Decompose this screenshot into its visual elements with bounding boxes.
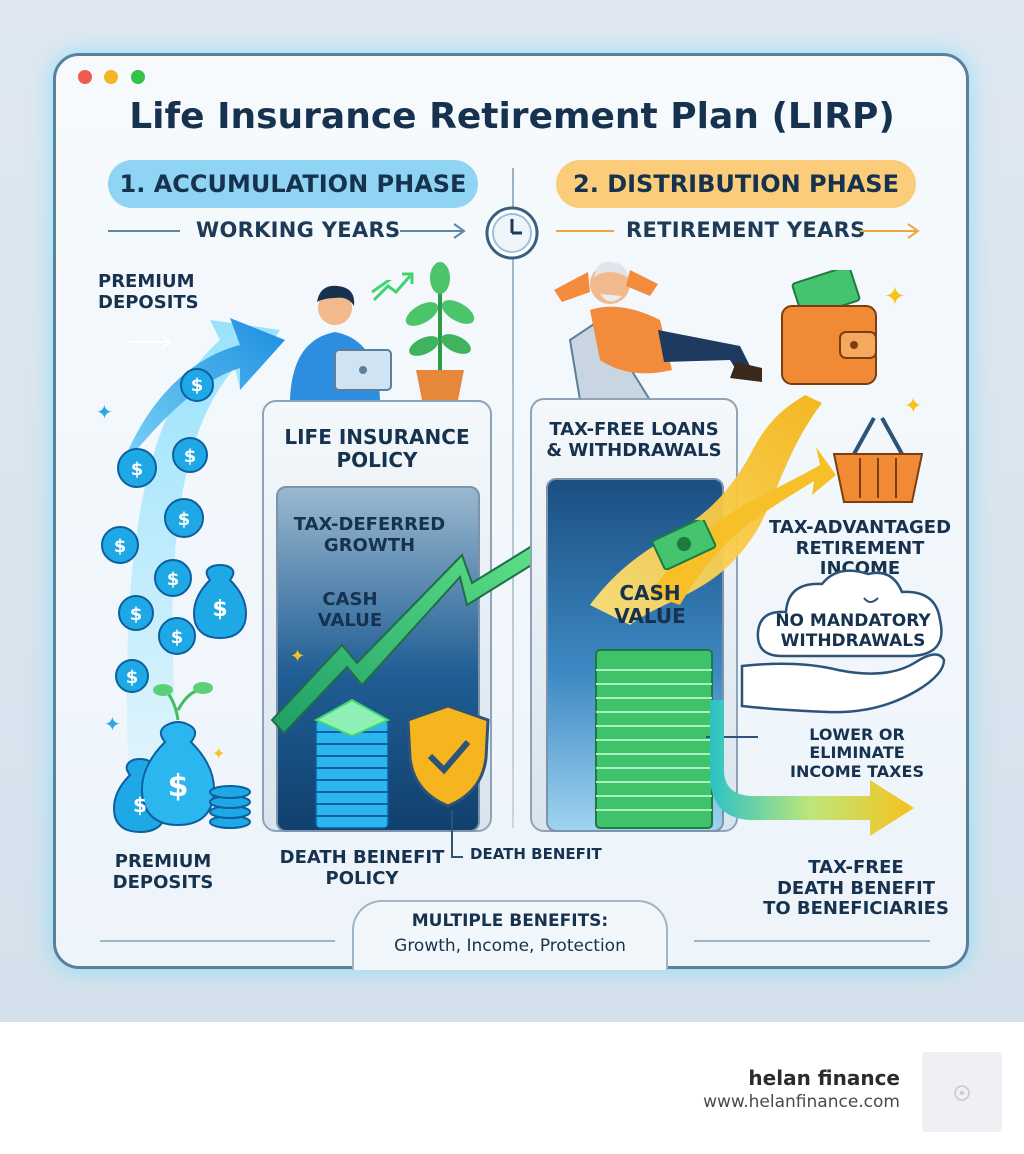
- distribution-title-line2: & WITHDRAWALS: [546, 439, 722, 461]
- lower-income-taxes-label: LOWER OR ELIMINATE INCOME TAXES: [762, 725, 952, 781]
- working-years-line-left: [108, 230, 180, 232]
- distribution-title-line1: TAX-FREE LOANS: [549, 419, 719, 440]
- premium-deposits-top-label: PREMIUM DEPOSITS: [98, 271, 228, 313]
- growth-line1: TAX-DEFERRED: [293, 514, 446, 535]
- svg-text:$: $: [114, 536, 127, 557]
- growth-arrow-small-icon: [372, 272, 414, 302]
- sparkle-icon-3: ✦: [96, 400, 113, 424]
- distribution-phase-pill: 2. DISTRIBUTION PHASE: [556, 160, 916, 208]
- taxes-line2: INCOME TAXES: [790, 761, 924, 781]
- mandatory-line2: WITHDRAWALS: [780, 630, 926, 651]
- coin-icon: $ $ $ $ $ $ $ $ $: [101, 368, 214, 693]
- window-dot-red[interactable]: [78, 70, 92, 84]
- no-mandatory-withdrawals-label: NO MANDATORY WITHDRAWALS: [764, 611, 942, 651]
- hand-icon: [740, 653, 946, 714]
- distribution-column-title: TAX-FREE LOANS & WITHDRAWALS: [530, 419, 738, 461]
- income-flow-graphic: [590, 395, 836, 625]
- brand-logo: [922, 1052, 1002, 1132]
- sparkle-icon-4: ✦: [104, 712, 121, 736]
- plant-icon: [405, 262, 475, 400]
- banknote-icon: [651, 520, 717, 570]
- sparkle-icon: ✦: [884, 282, 906, 312]
- policy-cash-line2: VALUE: [317, 609, 383, 631]
- tax-free-death-benefit-label: TAX-FREE DEATH BENEFIT TO BENEFICIARIES: [756, 857, 956, 920]
- retirement-years-line-left: [556, 230, 614, 232]
- income-line1: TAX-ADVANTAGED: [768, 517, 952, 538]
- window-dot-yellow[interactable]: [104, 70, 118, 84]
- dist-cash-line1: CASH: [619, 581, 681, 605]
- benefits-title: MULTIPLE BENEFITS:: [411, 911, 609, 931]
- svg-text:$: $: [191, 375, 204, 396]
- wallet-icon: [781, 270, 877, 385]
- retirement-years-label: RETIREMENT YEARS: [626, 218, 866, 242]
- svg-text:$: $: [167, 569, 180, 590]
- page-title: Life Insurance Retirement Plan (LIRP): [129, 96, 895, 137]
- policy-cash-line1: CASH: [322, 589, 378, 610]
- premium-top-line2: DEPOSITS: [98, 291, 199, 313]
- death-policy-line2: POLICY: [325, 867, 399, 889]
- death-line3: TO BENEFICIARIES: [763, 898, 949, 920]
- policy-column-title: LIFE INSURANCE POLICY: [262, 426, 492, 472]
- death-benefit-arrow-icon: [710, 700, 914, 836]
- distribution-cash-value-label: CASH VALUE: [594, 582, 706, 628]
- benefits-line-left: [100, 940, 335, 942]
- death-policy-line1: DEATH BEINEFIT: [279, 847, 445, 868]
- benefits-line-right: [694, 940, 930, 942]
- taxes-callout-line: [706, 736, 758, 738]
- death-benefit-callout-line: [451, 810, 463, 858]
- mandatory-line1: NO MANDATORY: [775, 611, 931, 631]
- svg-text:$: $: [178, 509, 191, 530]
- phase-divider: [512, 168, 514, 828]
- benefits-box: [352, 900, 668, 970]
- basket-icon: [832, 417, 924, 503]
- growth-line2: GROWTH: [323, 534, 416, 556]
- footer-url[interactable]: www.helanfinance.com: [703, 1092, 900, 1112]
- premium-deposits-bottom-label: PREMIUM DEPOSITS: [98, 851, 228, 893]
- tax-deferred-growth-label: TAX-DEFERRED GROWTH: [282, 514, 457, 556]
- sparkle-icon-5: ✦: [212, 744, 226, 763]
- policy-title-line2: POLICY: [336, 448, 418, 472]
- death-benefit-policy-label: DEATH BEINEFIT POLICY: [262, 847, 462, 889]
- death-line1: TAX-FREE: [808, 857, 904, 878]
- svg-text:$: $: [133, 793, 147, 817]
- taxes-line1: LOWER OR ELIMINATE: [809, 725, 905, 763]
- cloud-icon: [756, 569, 943, 658]
- retirement-years-arrow: [860, 222, 924, 244]
- premium-bottom-line2: DEPOSITS: [112, 871, 214, 893]
- working-years-label: WORKING YEARS: [196, 218, 401, 242]
- relaxing-man-icon: [554, 261, 762, 400]
- benefits-items: Growth, Income, Protection: [394, 936, 626, 956]
- footer-brand: helan finance: [748, 1066, 900, 1090]
- dist-cash-line2: VALUE: [614, 604, 686, 628]
- money-bag-icon: $ $ $: [113, 564, 251, 834]
- death-benefit-callout: DEATH BENEFIT: [470, 845, 602, 863]
- working-years-arrow: [400, 222, 470, 244]
- premium-bottom-line1: PREMIUM: [114, 851, 212, 872]
- svg-text:$: $: [171, 627, 184, 648]
- svg-text:$: $: [126, 667, 139, 688]
- sparkle-icon-6: ✦: [290, 646, 306, 667]
- person-laptop-icon: [290, 280, 392, 400]
- shield-check-icon: [406, 704, 490, 808]
- cash-stack-icon: [595, 649, 713, 829]
- svg-text:$: $: [168, 769, 189, 804]
- sparkle-icon-2: ✦: [904, 394, 923, 419]
- cash-value-stack-icon: [313, 698, 391, 829]
- policy-title-line1: LIFE INSURANCE: [284, 425, 470, 449]
- svg-text:$: $: [212, 597, 227, 622]
- svg-text:$: $: [130, 604, 143, 625]
- accumulation-phase-pill: 1. ACCUMULATION PHASE: [108, 160, 478, 208]
- premium-top-line1: PREMIUM: [98, 271, 195, 292]
- svg-text:$: $: [131, 459, 144, 480]
- death-line2: DEATH BENEFIT: [776, 877, 936, 899]
- policy-cash-value-label: CASH VALUE: [290, 589, 410, 631]
- svg-text:$: $: [184, 446, 197, 467]
- clock-icon: [484, 205, 540, 265]
- window-dot-green[interactable]: [131, 70, 145, 84]
